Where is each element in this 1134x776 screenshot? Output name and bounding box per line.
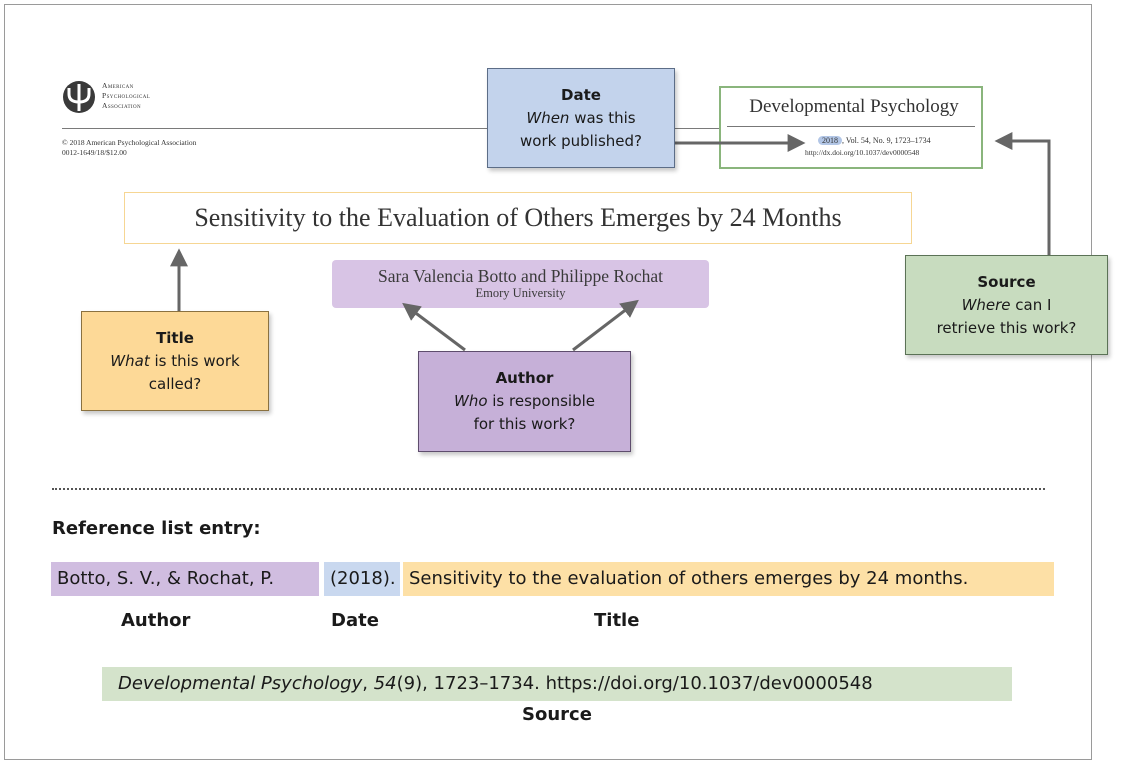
author-affiliation: Emory University — [475, 286, 566, 300]
reference-date: (2018). — [324, 562, 400, 596]
source-callout-question: Where can I — [962, 294, 1052, 317]
question-emphasis: Who — [453, 392, 488, 410]
label-title: Title — [594, 610, 640, 631]
copyright-block: © 2018 American Psychological Associatio… — [62, 138, 196, 158]
title-callout: Title What is this work called? — [81, 311, 269, 411]
article-title: Sensitivity to the Evaluation of Others … — [124, 192, 912, 244]
journal-doi: http://dx.doi.org/10.1037/dev0000548 — [805, 148, 920, 157]
author-callout-question-2: for this work? — [473, 415, 576, 433]
date-callout-question: When was this — [526, 107, 635, 130]
date-callout-question-2: work published? — [520, 131, 642, 150]
issn-line: 0012-1649/18/$12.00 — [62, 148, 127, 157]
source-arrow — [994, 132, 1051, 255]
source-callout: Source Where can I retrieve this work? — [905, 255, 1108, 355]
date-callout: Date When was this work published? — [487, 68, 675, 168]
source-callout-question-2: retrieve this work? — [936, 318, 1077, 337]
label-date: Date — [331, 610, 379, 631]
reference-title: Sensitivity to the evaluation of others … — [403, 562, 1054, 596]
reference-heading: Reference list entry: — [52, 518, 261, 539]
apa-logo — [62, 80, 96, 119]
label-author: Author — [121, 610, 191, 631]
publisher-line: Association — [102, 101, 141, 110]
copyright-line: © 2018 American Psychological Associatio… — [62, 138, 197, 147]
question-emphasis: Where — [961, 295, 1011, 314]
source-separator: , — [362, 673, 374, 694]
reference-author: Botto, S. V., & Rochat, P. — [51, 562, 319, 596]
source-journal: Developmental Psychology — [118, 673, 363, 694]
article-authors: Sara Valencia Botto and Philippe Rochat … — [332, 260, 709, 308]
author-names: Sara Valencia Botto and Philippe Rochat — [378, 266, 663, 286]
source-rest: (9), 1723–1734. https://doi.org/10.1037/… — [396, 673, 873, 694]
author-arrow-left — [402, 302, 466, 352]
journal-name: Developmental Psychology — [749, 96, 959, 117]
source-callout-heading: Source — [977, 272, 1036, 291]
author-callout-heading: Author — [495, 369, 554, 387]
section-divider — [52, 488, 1045, 490]
author-arrow-right — [572, 299, 639, 352]
publisher-line: Psychological — [102, 91, 151, 100]
source-volume: 54 — [373, 673, 397, 694]
title-callout-question-2: called? — [148, 374, 202, 393]
label-source: Source — [522, 704, 592, 725]
journal-box — [719, 86, 983, 169]
author-callout-question: Who is responsible — [454, 390, 595, 413]
apa-psi-icon — [63, 81, 95, 113]
question-text: is this work — [149, 351, 240, 370]
figure-frame — [4, 4, 1092, 760]
question-emphasis: What — [110, 351, 150, 370]
title-callout-question: What is this work — [110, 350, 239, 373]
journal-year-highlight: 2018 — [818, 136, 842, 145]
title-callout-heading: Title — [156, 328, 194, 347]
reference-source: Developmental Psychology, 54(9), 1723–17… — [102, 667, 1012, 701]
date-callout-heading: Date — [561, 85, 601, 104]
author-callout: Author Who is responsible for this work? — [418, 351, 631, 452]
publisher-name: American Psychological Association — [102, 81, 150, 111]
journal-rule — [727, 126, 975, 127]
question-text: is responsible — [487, 392, 596, 410]
journal-volume-pages: , Vol. 54, No. 9, 1723–1734 — [842, 136, 931, 145]
publisher-line: American — [102, 81, 134, 90]
question-text: can I — [1010, 295, 1052, 314]
question-emphasis: When — [526, 108, 570, 127]
journal-volume-line: 2018, Vol. 54, No. 9, 1723–1734 — [818, 136, 931, 145]
question-text: was this — [569, 108, 636, 127]
